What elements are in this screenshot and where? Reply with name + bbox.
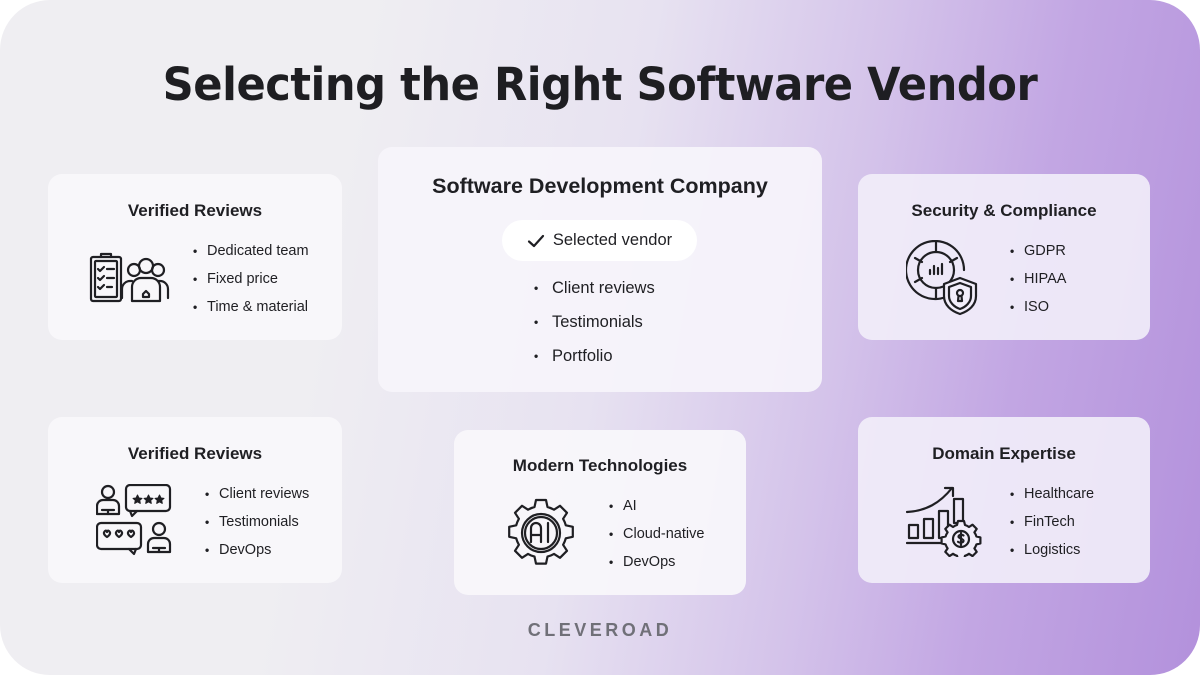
list-item: •Time & material: [193, 299, 308, 315]
card-title: Security & Compliance: [911, 201, 1097, 220]
list-item: •Client reviews: [534, 279, 655, 297]
card-verified-reviews-feedback: Verified Reviews •Client reviews •Testim…: [48, 417, 342, 583]
ai-gear-icon: [508, 498, 574, 565]
list-item: •Client reviews: [205, 486, 310, 502]
bullet-icon: •: [205, 515, 210, 529]
card-modern-technologies: Modern Technologies •AI •Cloud-native •D…: [454, 430, 746, 595]
list-item: •HIPAA: [1010, 271, 1067, 287]
page-title: Selecting the Right Software Vendor: [162, 58, 1038, 111]
shield-lock-chart-icon: [906, 240, 978, 316]
list-item: •Dedicated team: [193, 243, 309, 259]
bullet-icon: •: [534, 315, 539, 329]
selected-vendor-badge: Selected vendor: [502, 220, 697, 261]
list-item: •Fixed price: [193, 271, 278, 287]
bullet-icon: •: [193, 300, 198, 314]
brand-logo-text: CLEVEROAD: [527, 620, 673, 640]
list-item: •Testimonials: [534, 313, 643, 331]
card-bullet-list: •Client reviews •Testimonials •DevOps: [205, 484, 309, 568]
bullet-icon: •: [193, 244, 198, 258]
bullet-icon: •: [1010, 543, 1015, 557]
list-item: •Cloud-native: [609, 526, 705, 542]
bullet-icon: •: [1010, 244, 1015, 258]
card-security-compliance: Security & Compliance •GDPR •HIPAA •ISO: [858, 174, 1150, 340]
list-item: •Portfolio: [534, 347, 613, 365]
card-bullet-list: •Client reviews •Testimonials •Portfolio: [534, 278, 655, 380]
bullet-icon: •: [609, 555, 614, 569]
card-title: Domain Expertise: [932, 444, 1076, 463]
bullet-icon: •: [534, 349, 539, 363]
card-title: Verified Reviews: [127, 444, 263, 463]
card-title: Verified Reviews: [127, 201, 263, 220]
card-bullet-list: •Healthcare •FinTech •Logistics: [1010, 484, 1094, 568]
list-item: •AI: [609, 498, 637, 514]
badge-label: Selected vendor: [552, 231, 673, 249]
bullet-icon: •: [1010, 272, 1015, 286]
card-software-development-company: Software Development Company Selected ve…: [378, 147, 822, 392]
clipboard-team-icon: [89, 252, 170, 303]
list-item: •FinTech: [1010, 514, 1075, 530]
list-item: •DevOps: [609, 554, 676, 570]
bullet-icon: •: [1010, 300, 1015, 314]
bullet-icon: •: [609, 499, 614, 513]
customer-reviews-icon: [96, 484, 172, 556]
list-item: •Healthcare: [1010, 486, 1095, 502]
card-title: Software Development Company: [432, 174, 768, 198]
list-item: •Testimonials: [205, 514, 299, 530]
card-bullet-list: •GDPR •HIPAA •ISO: [1010, 241, 1066, 325]
list-item: •Logistics: [1010, 542, 1081, 558]
list-item: •DevOps: [205, 542, 272, 558]
bullet-icon: •: [1010, 515, 1015, 529]
card-bullet-list: •AI •Cloud-native •DevOps: [609, 496, 704, 580]
bullet-icon: •: [205, 543, 210, 557]
bullet-icon: •: [609, 527, 614, 541]
bullet-icon: •: [534, 281, 539, 295]
card-bullet-list: •Dedicated team •Fixed price •Time & mat…: [193, 241, 309, 325]
card-title: Modern Technologies: [512, 456, 688, 475]
bullet-icon: •: [205, 487, 210, 501]
list-item: •ISO: [1010, 299, 1049, 315]
bullet-icon: •: [193, 272, 198, 286]
checkmark-icon: [527, 234, 544, 247]
bullet-icon: •: [1010, 487, 1015, 501]
list-item: •GDPR: [1010, 243, 1066, 259]
card-domain-expertise: Domain Expertise •Healthcare •FinTech •L…: [858, 417, 1150, 583]
growth-chart-gear-icon: [906, 486, 982, 557]
card-verified-reviews-pricing: Verified Reviews •Dedicated team •Fixed …: [48, 174, 342, 340]
